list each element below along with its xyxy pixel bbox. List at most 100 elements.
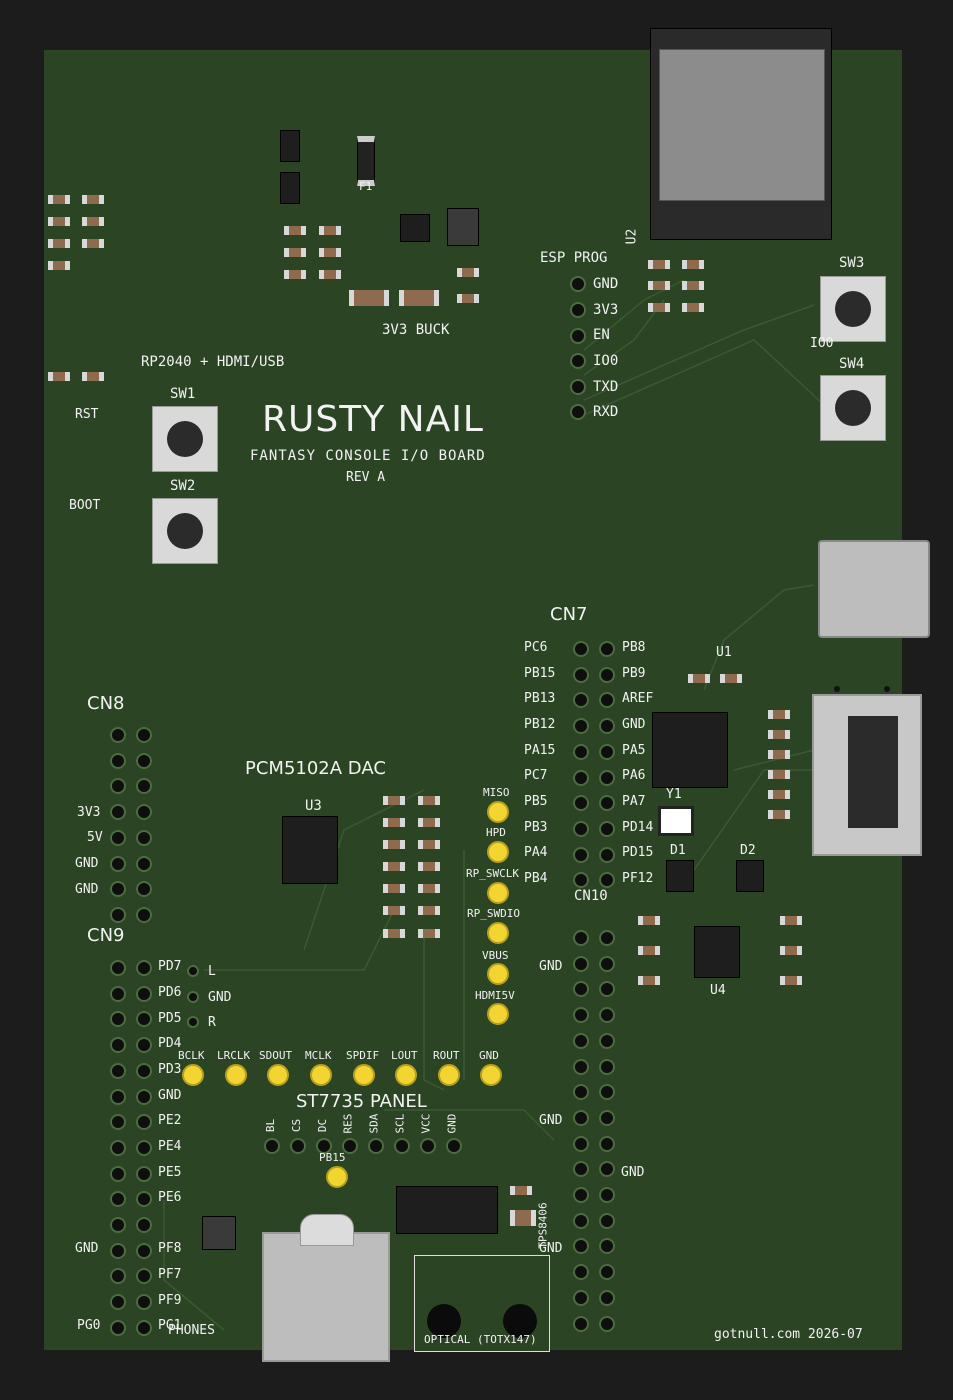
resistor [383,929,405,938]
cn10-gnd-label: GND [621,1165,645,1180]
i2s-pad[interactable] [353,1064,375,1086]
header-pin-hole [599,1289,615,1306]
test-point-pad[interactable] [487,882,509,904]
resistor [768,790,790,799]
cn7-left-label: PC7 [524,768,548,783]
audio-out-label: GND [208,990,232,1005]
header-pin-hole [136,1062,152,1079]
i2s-pad[interactable] [480,1064,502,1086]
header-pin-hole [136,1088,152,1105]
header-pin-hole [599,1007,615,1024]
esp-pin-hole [570,302,586,318]
header-pin-hole [599,955,615,972]
header-pin-hole [110,1294,126,1311]
resistor [319,270,341,279]
headphone-jack [262,1232,390,1362]
diode-array [666,860,694,892]
header-pin-hole [110,804,126,821]
header-pin-hole [368,1138,384,1154]
hdmi-mount [834,686,840,692]
i2s-label: GND [479,1049,499,1062]
header-pin-hole [573,666,589,683]
pb15-pad[interactable] [326,1166,348,1188]
sw2-ref: SW2 [170,478,196,494]
cn7-left-label: PC6 [524,640,548,655]
esp-pin-hole [570,353,586,369]
header-pin-hole [599,743,615,760]
header-pin-hole [599,846,615,863]
resistor [638,946,660,955]
header-pin-hole [599,981,615,998]
header-pin-hole [599,1161,615,1178]
i2s-pad[interactable] [267,1064,289,1086]
io0-button[interactable] [820,276,886,342]
pcm5102a-chip [282,816,338,884]
header-pin-hole [110,985,126,1002]
test-point-pad[interactable] [487,1003,509,1025]
cn9-label: GND [75,1241,99,1256]
resistor [768,810,790,819]
header-pin-hole [136,985,152,1002]
cn7-left-label: PB3 [524,820,548,835]
i2s-pad[interactable] [395,1064,417,1086]
i2s-pad[interactable] [182,1064,204,1086]
i2s-pad[interactable] [438,1064,460,1086]
cn7-right-label: PF12 [622,871,654,886]
header-pin-hole [342,1138,358,1154]
cn7-left-label: PB13 [524,691,556,706]
esp-pin-label: IO0 [593,353,619,369]
cn7-left-label: PB5 [524,794,548,809]
resistor [720,674,742,683]
resistor [768,750,790,759]
test-point-pad[interactable] [487,801,509,823]
pcb-board: RUSTY NAIL FANTASY CONSOLE I/O BOARD REV… [44,28,930,1362]
header-pin-hole [264,1138,280,1154]
header-pin-hole [573,1161,589,1178]
optical-label: OPTICAL (TOTX147) [424,1333,537,1346]
reset-button[interactable] [152,406,218,472]
boot-button[interactable] [152,498,218,564]
test-point-pad[interactable] [487,922,509,944]
esp-pin-hole [570,328,586,344]
pb15-label: PB15 [319,1151,346,1164]
resistor [82,217,104,226]
test-point-pad[interactable] [487,841,509,863]
resistor [418,906,440,915]
header-pin-hole [136,906,152,923]
resistor [284,270,306,279]
panel-pin-label: GND [445,1113,459,1134]
resistor [457,294,479,303]
tp-label: HDMI5V [475,989,515,1002]
cn7-right-label: PA7 [622,794,646,809]
resistor [418,818,440,827]
header-pin-hole [599,872,615,889]
i2s-pad[interactable] [225,1064,247,1086]
cn7-right-label: PA6 [622,768,646,783]
d2-ref: D2 [740,843,756,858]
header-pin-hole [136,1139,152,1156]
resistor [418,862,440,871]
header-pin-hole [599,1212,615,1229]
audio-out-hole [187,991,199,1003]
cn7-right-label: PD14 [622,820,654,835]
resistor [648,281,670,290]
test-point-pad[interactable] [487,963,509,985]
resistor [768,730,790,739]
header-pin-hole [599,641,615,657]
header-pin-hole [573,1315,589,1332]
i2s-pad[interactable] [310,1064,332,1086]
hdmi-connector [812,694,922,856]
header-pin-hole [573,1187,589,1203]
header-pin-hole [110,829,126,846]
header-pin-hole [110,1165,126,1182]
header-pin-hole [599,1264,615,1281]
panel-pin-label: SCL [393,1113,407,1134]
tps-ref: TPS8406 [536,1202,550,1249]
header-pin-hole [136,727,152,743]
sw4-button[interactable] [820,375,886,441]
audio-out-hole [187,1016,199,1028]
panel-pin-label: RES [341,1113,355,1134]
resistor [688,674,710,683]
header-pin-hole [136,1037,152,1054]
audio-out-label: R [208,1015,216,1030]
